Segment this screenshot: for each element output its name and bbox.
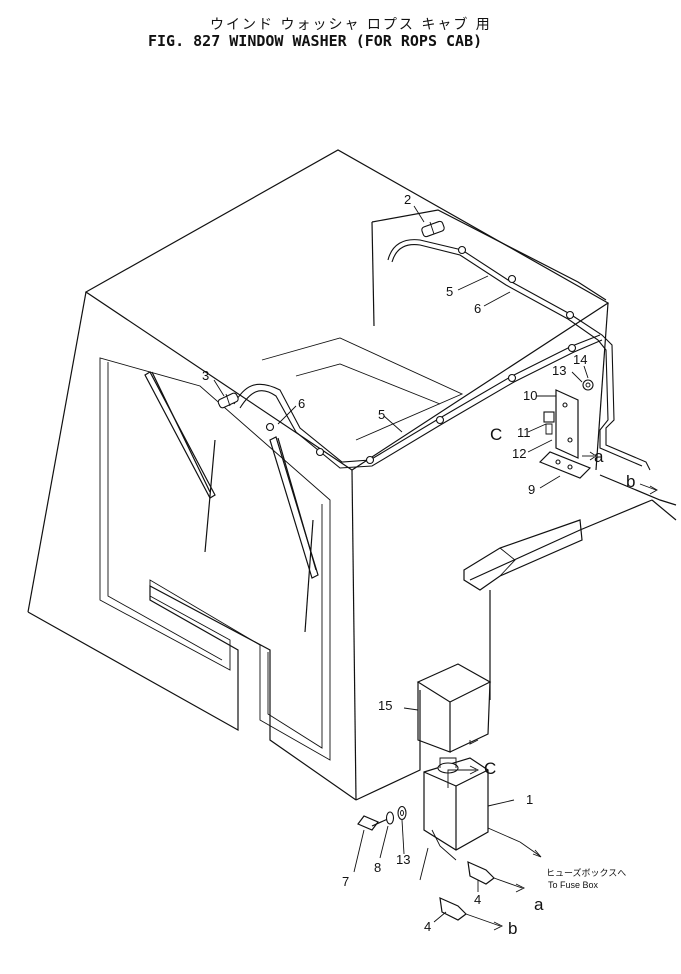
- rops-cab-outline: [27, 149, 677, 801]
- part-callouts: 2 3 5 6 6 5 10 11 12 9 13 14 15 1 7 8 13…: [202, 192, 587, 934]
- letter-c-top: C: [490, 425, 502, 444]
- callout-13-lower: 13: [396, 852, 410, 867]
- callout-5-front: 5: [378, 407, 385, 422]
- callout-6-front: 6: [298, 396, 305, 411]
- letter-b-top: b: [626, 472, 635, 491]
- figure-title-english: FIG. 827 WINDOW WASHER (FOR ROPS CAB): [148, 32, 483, 50]
- letter-a-top: a: [594, 447, 604, 466]
- callout-6-upper: 6: [474, 301, 481, 316]
- connection-arrows: [447, 451, 658, 931]
- callout-15: 15: [378, 698, 392, 713]
- front-washer-nozzle: [217, 392, 239, 409]
- callout-14: 14: [573, 352, 587, 367]
- callout-7: 9: [528, 482, 535, 497]
- mounting-bracket: [538, 379, 594, 479]
- leader-lines: [213, 205, 589, 923]
- rear-washer-nozzle: [421, 220, 445, 238]
- callout-8: 10: [523, 388, 537, 403]
- letter-c-bottom: C: [484, 759, 496, 778]
- washer-hose-routing: [233, 239, 651, 471]
- letter-a-bottom: a: [534, 895, 544, 914]
- callout-9: 11: [517, 425, 531, 440]
- fuse-box-cover: [416, 663, 492, 753]
- washer-hardware: [357, 805, 495, 921]
- callout-4-upper: 4: [474, 892, 481, 907]
- letter-b-bottom: b: [508, 919, 517, 938]
- callout-11: 7: [342, 874, 349, 889]
- callout-10: 12: [512, 446, 526, 461]
- fuse-box-note-japanese: ヒューズボックスへ: [546, 867, 626, 878]
- figure-title-japanese: ウインド ウォッシャ ロプス キャブ 用: [210, 17, 492, 33]
- callout-1: 1: [526, 792, 533, 807]
- fuse-box-note-english: To Fuse Box: [548, 880, 599, 890]
- callout-5-upper: 5: [446, 284, 453, 299]
- callout-13-upper: 13: [552, 363, 566, 378]
- callout-2: 2: [404, 192, 411, 207]
- fuse-box-note: ヒューズボックスへ To Fuse Box: [546, 867, 626, 890]
- connection-letters: a b C C a b: [484, 425, 635, 938]
- front-wipers: [144, 371, 319, 633]
- callout-3: 3: [202, 368, 209, 383]
- washer-tank: [419, 757, 521, 881]
- callout-12: 8: [374, 860, 381, 875]
- callout-4-lower: 4: [424, 919, 431, 934]
